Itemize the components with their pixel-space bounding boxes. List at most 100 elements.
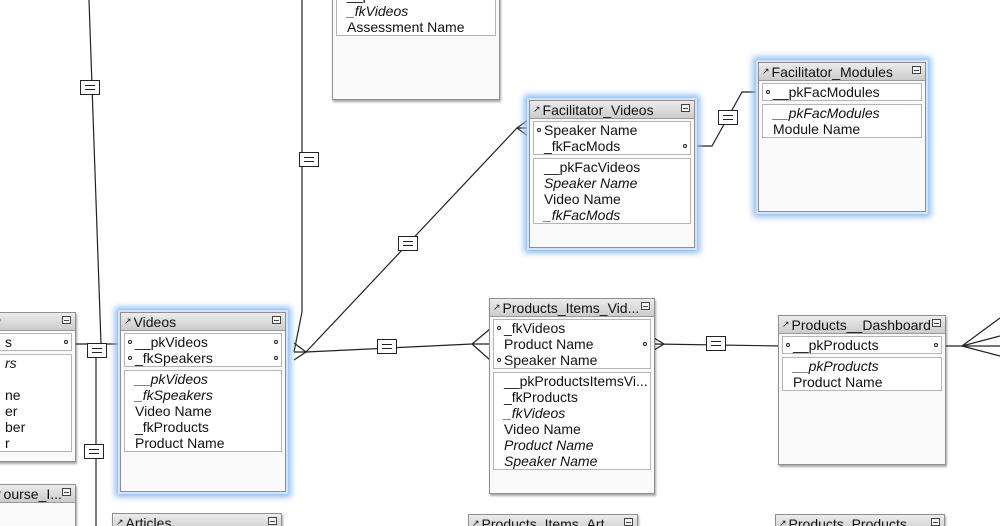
table-occurrence-products-items-art[interactable]: ↗Products_Items_Art... bbox=[468, 514, 638, 526]
field-row[interactable]: __pkAssesments bbox=[337, 0, 495, 3]
table-occurrence-articles[interactable]: ↗Articles bbox=[112, 513, 282, 526]
connector-dot-icon bbox=[64, 340, 68, 344]
expand-arrow-icon[interactable]: ↗ bbox=[493, 302, 501, 312]
relationship-equal-icon[interactable] bbox=[398, 236, 418, 251]
expand-arrow-icon[interactable]: ↗ bbox=[0, 488, 2, 499]
field-row[interactable]: Video Name bbox=[544, 191, 621, 207]
relationship-equal-icon[interactable] bbox=[299, 152, 319, 167]
table-header[interactable]: ↗ourse_I... bbox=[0, 485, 75, 503]
relationship-equal-icon[interactable] bbox=[80, 80, 100, 95]
relationship-equal-icon[interactable] bbox=[718, 110, 738, 125]
field-row[interactable]: __pkFacModules bbox=[773, 105, 880, 121]
field-row[interactable]: Video Name bbox=[504, 421, 581, 437]
table-header[interactable]: ↗Products_Items_Vid... bbox=[490, 299, 654, 317]
table-occurrence-products-dashboard[interactable]: ↗Products__Dashboard __pkProducts __pkProd… bbox=[778, 315, 946, 465]
expand-arrow-icon[interactable]: ↗ bbox=[782, 319, 790, 329]
relationship-equal-icon[interactable] bbox=[377, 339, 397, 354]
field-row[interactable]: r bbox=[5, 435, 10, 451]
key-field-row[interactable]: Speaker Name bbox=[534, 122, 690, 138]
field-row[interactable]: __pkProducts bbox=[793, 358, 879, 374]
field-row[interactable]: er bbox=[5, 403, 18, 419]
connector-dot-icon bbox=[766, 90, 770, 94]
field-row[interactable]: rs bbox=[5, 355, 17, 371]
key-field-row[interactable]: Speaker Name bbox=[494, 352, 650, 368]
field-row[interactable]: _fkSpeakers bbox=[135, 387, 213, 403]
field-row[interactable]: ne bbox=[5, 387, 21, 403]
table-header[interactable]: ↗Products__Dashboard bbox=[779, 316, 945, 334]
field-row[interactable]: Speaker Name bbox=[544, 175, 638, 191]
table-occurrence-facilitator-modules[interactable]: ↗Facilitator_Modules__pkFacModules__pkFa… bbox=[758, 62, 926, 212]
key-field-row[interactable]: _fkVideos bbox=[494, 320, 650, 336]
expand-arrow-icon[interactable]: ↗ bbox=[762, 66, 770, 76]
collapse-toggle-icon[interactable] bbox=[912, 66, 921, 74]
field-row[interactable]: _fkVideos bbox=[504, 405, 566, 421]
expand-arrow-icon[interactable]: ↗ bbox=[116, 517, 124, 526]
key-field-row[interactable]: __pkProducts bbox=[783, 337, 941, 353]
table-header[interactable]: ↗ bbox=[0, 313, 75, 331]
field-name: __pkProducts bbox=[793, 337, 879, 353]
crowfoot bbox=[293, 342, 308, 361]
collapse-toggle-icon[interactable] bbox=[932, 319, 941, 327]
table-header[interactable]: ↗Products_Items_Art... bbox=[469, 515, 637, 526]
field-row[interactable]: __pkVideos bbox=[135, 371, 208, 387]
field-row[interactable]: _fkProducts bbox=[504, 389, 578, 405]
collapse-toggle-icon[interactable] bbox=[641, 302, 650, 310]
key-field-row[interactable]: __pkFacModules bbox=[763, 84, 921, 100]
table-header[interactable]: ↗Videos bbox=[121, 313, 285, 331]
table-header[interactable]: ↗Articles bbox=[113, 514, 281, 526]
key-field-row[interactable]: _fkSpeakers bbox=[125, 350, 281, 366]
collapse-toggle-icon[interactable] bbox=[62, 316, 71, 324]
field-name: Product Name bbox=[504, 336, 594, 352]
field-row[interactable]: Assessment Name bbox=[347, 19, 465, 35]
field-row[interactable]: ber bbox=[5, 419, 26, 435]
collapse-toggle-icon[interactable] bbox=[272, 316, 281, 324]
table-header[interactable]: ↗Products_Products... bbox=[776, 515, 944, 526]
field-row[interactable]: Module Name bbox=[773, 121, 861, 137]
collapse-toggle-icon[interactable] bbox=[681, 104, 690, 112]
key-field-row[interactable]: Product Name bbox=[494, 336, 650, 352]
expand-arrow-icon[interactable]: ↗ bbox=[124, 316, 132, 326]
relationship-equal-icon[interactable] bbox=[706, 336, 726, 351]
field-row[interactable]: _fkProducts bbox=[135, 419, 209, 435]
collapse-toggle-icon[interactable] bbox=[62, 488, 71, 496]
key-field-row[interactable]: s bbox=[0, 334, 71, 350]
expand-arrow-icon[interactable]: ↗ bbox=[472, 518, 480, 526]
relationship-equal-icon[interactable] bbox=[84, 444, 104, 459]
relationship-equal-icon[interactable] bbox=[87, 343, 107, 358]
field-row[interactable]: Product Name bbox=[504, 437, 594, 453]
key-field-row[interactable]: __pkVideos bbox=[125, 334, 281, 350]
expand-arrow-icon[interactable]: ↗ bbox=[533, 104, 541, 114]
table-title: ourse_I... bbox=[3, 485, 62, 502]
field-row[interactable]: Product Name bbox=[135, 435, 225, 451]
table-header[interactable]: ↗Facilitator_Modules bbox=[759, 63, 925, 81]
table-header[interactable]: ↗Facilitator_Videos bbox=[530, 101, 694, 119]
collapse-toggle-icon[interactable] bbox=[624, 518, 633, 526]
field-name: Speaker Name bbox=[504, 352, 598, 368]
field-row[interactable]: Speaker Name bbox=[504, 453, 598, 469]
field-row[interactable]: Product Name bbox=[793, 374, 883, 390]
field-row[interactable]: __pkProductsItemsVi... bbox=[504, 373, 648, 389]
field-row[interactable] bbox=[0, 371, 71, 387]
field-name: s bbox=[5, 334, 12, 350]
key-fields-list: __pkProducts bbox=[782, 336, 942, 354]
key-field-row[interactable]: _fkFacMods bbox=[534, 138, 690, 154]
expand-arrow-icon[interactable]: ↗ bbox=[0, 316, 2, 327]
field-row[interactable]: _fkFacMods bbox=[544, 207, 621, 223]
expand-arrow-icon[interactable]: ↗ bbox=[779, 518, 787, 526]
collapse-toggle-icon[interactable] bbox=[268, 517, 277, 525]
field-row[interactable]: Video Name bbox=[135, 403, 212, 419]
table-occurrence-products-products[interactable]: ↗Products_Products... bbox=[775, 514, 945, 526]
field-row[interactable]: _fkVideos bbox=[347, 3, 409, 19]
table-occurrence-videos[interactable]: ↗Videos__pkVideos_fkSpeakers__pkVideos_f… bbox=[120, 312, 286, 492]
field-row[interactable]: __pkFacVideos bbox=[544, 159, 641, 175]
collapse-toggle-icon[interactable] bbox=[931, 518, 940, 526]
table-occurrence-course-partial[interactable]: ↗ourse_I... bbox=[0, 484, 76, 526]
